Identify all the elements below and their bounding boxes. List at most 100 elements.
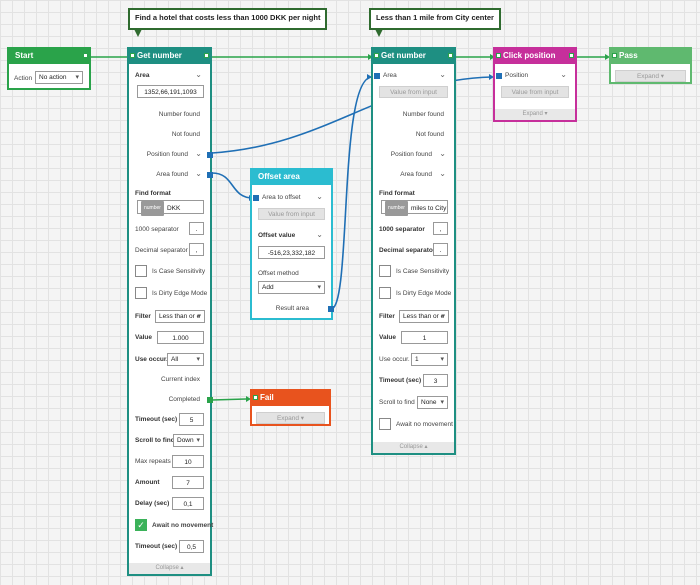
gn2-value-from-input-button[interactable]: Value from input	[379, 86, 448, 98]
gn1-delay-field[interactable]: 0,1	[172, 497, 204, 510]
chevron-down-icon[interactable]: ⌄	[316, 192, 323, 201]
gn1-completed-port[interactable]	[207, 397, 213, 403]
gn2-sep1000-label: 1000 separator	[379, 226, 425, 233]
gn2-timeout-label: Timeout (sec)	[379, 377, 422, 384]
getnumber2-input-port[interactable]	[374, 53, 379, 58]
gn1-scroll-select[interactable]: Down	[173, 434, 204, 447]
gn2-collapse-button[interactable]: Collapse ▴	[373, 442, 454, 453]
gn1-area-field[interactable]: 1352,66,191,1093	[137, 85, 204, 98]
getnumber1-input-port[interactable]	[130, 53, 135, 58]
gn2-timeout-field[interactable]: 3	[423, 374, 448, 387]
gn1-collapse-button[interactable]: Collapse ▴	[129, 563, 210, 574]
gn1-await-label: Await no movement	[152, 522, 214, 529]
gn1-number-found: Number found	[158, 111, 200, 118]
gn1-sep1000-field[interactable]: .	[189, 222, 204, 235]
gn2-occur-select[interactable]: 1	[411, 353, 448, 366]
gn1-filter-select[interactable]: Less than or e	[155, 310, 205, 323]
gn1-decimal-label: Decimal separator	[135, 247, 188, 254]
gn1-value-field[interactable]: 1.000	[157, 331, 204, 344]
gn1-occur-select[interactable]: All	[167, 353, 204, 366]
getnumber1-output-port[interactable]	[204, 53, 209, 58]
click-title: Click position	[503, 51, 556, 60]
gn1-case-checkbox[interactable]	[135, 265, 147, 277]
fail-input-port[interactable]	[253, 395, 258, 400]
gn2-sep1000-field[interactable]: ,	[433, 222, 448, 235]
start-output-port[interactable]	[83, 53, 88, 58]
pass-node[interactable]: Pass Expand ▾	[609, 47, 692, 84]
gn1-timeout2-field[interactable]: 0,5	[179, 540, 204, 553]
getnumber2-title: Get number	[381, 51, 426, 60]
gn1-position-port[interactable]	[207, 152, 213, 158]
gn2-occur-label: Use occur.	[379, 356, 410, 363]
pass-header[interactable]: Pass	[609, 47, 692, 64]
chevron-down-icon[interactable]: ⌄	[439, 149, 446, 158]
offset-result-port[interactable]	[328, 306, 334, 312]
chevron-down-icon[interactable]: ⌄	[560, 70, 567, 79]
wire-result-to-area	[330, 76, 373, 310]
gn1-timeout-field[interactable]: 5	[179, 413, 204, 426]
gn2-dirty-checkbox[interactable]	[379, 287, 391, 299]
click-expand-label: Expand	[522, 111, 543, 117]
click-value-from-input-button[interactable]: Value from input	[501, 86, 569, 98]
fail-expand-button[interactable]: Expand ▾	[256, 412, 325, 424]
start-header[interactable]: Start	[7, 47, 91, 64]
start-node[interactable]: Start Action No action	[7, 47, 91, 90]
chevron-down-icon[interactable]: ⌄	[195, 169, 202, 178]
gn2-not-found: Not found	[415, 131, 444, 138]
gn2-area-port[interactable]	[374, 73, 380, 79]
gn2-decimal-label: Decimal separator	[379, 247, 436, 254]
gn2-decimal-field[interactable]: .	[433, 243, 448, 256]
getnumber2-output-port[interactable]	[448, 53, 453, 58]
gn1-format-tag: number	[141, 201, 164, 216]
gn1-await-checkbox[interactable]: ✓	[135, 519, 147, 531]
click-header[interactable]: Click position	[493, 47, 577, 64]
getnumber-node-1[interactable]: Get number Area⌄ 1352,66,191,1093 Number…	[127, 47, 214, 576]
offset-value-from-input-button[interactable]: Value from input	[258, 208, 325, 220]
click-position-node[interactable]: Click position Position⌄ Value from inpu…	[493, 47, 577, 122]
start-action-select[interactable]: No action	[35, 71, 83, 84]
chevron-down-icon[interactable]: ⌄	[195, 149, 202, 158]
fail-node[interactable]: Fail Expand ▾	[250, 389, 331, 426]
gn2-scroll-select[interactable]: None	[417, 396, 448, 409]
gn1-dirty-checkbox[interactable]	[135, 287, 147, 299]
gn1-dirty-label: Is Dirty Edge Mode	[152, 290, 208, 297]
offset-area-node[interactable]: Offset area Area to offset⌄ Value from i…	[250, 168, 334, 320]
gn1-max-label: Max repeats	[135, 458, 171, 465]
gn1-timeout2-label: Timeout (sec)	[135, 543, 178, 550]
click-output-port[interactable]	[569, 53, 574, 58]
click-expand-button[interactable]: Expand ▾	[495, 109, 575, 120]
gn1-decimal-field[interactable]: ,	[189, 243, 204, 256]
gn2-value-field[interactable]: 1	[401, 331, 448, 344]
getnumber-node-2[interactable]: Get number Area⌄ Value from input Number…	[371, 47, 456, 455]
chevron-down-icon[interactable]: ⌄	[195, 70, 202, 79]
getnumber2-header[interactable]: Get number	[371, 47, 456, 64]
offset-value-field[interactable]: -516,23,332,182	[258, 246, 325, 259]
gn1-area-port[interactable]	[207, 172, 213, 178]
gn2-filter-select[interactable]: Less than or e	[399, 310, 449, 323]
chevron-down-icon[interactable]: ⌄	[439, 169, 446, 178]
click-input-port[interactable]	[496, 53, 501, 58]
gn2-scroll-label: Scroll to find	[379, 399, 415, 406]
fail-header[interactable]: Fail	[250, 389, 331, 406]
chevron-down-icon[interactable]: ⌄	[316, 230, 323, 239]
gn1-amount-label: Amount	[135, 479, 160, 486]
click-position-port[interactable]	[496, 73, 502, 79]
pass-expand-button[interactable]: Expand ▾	[615, 70, 686, 82]
gn1-max-field[interactable]: 10	[172, 455, 204, 468]
getnumber1-header[interactable]: Get number	[127, 47, 212, 64]
offset-header[interactable]: Offset area	[250, 168, 333, 185]
offset-method-select[interactable]: Add	[258, 281, 325, 294]
gn2-case-checkbox[interactable]	[379, 265, 391, 277]
pass-expand-label: Expand	[636, 73, 659, 80]
offset-area-port[interactable]	[253, 195, 259, 201]
pass-input-port[interactable]	[612, 53, 617, 58]
offset-value-label: Offset value	[258, 232, 296, 239]
gn1-amount-field[interactable]: 7	[172, 476, 204, 489]
gn2-area-label: Area	[383, 72, 397, 79]
gn2-find-format-label: Find format	[379, 190, 415, 197]
gn2-await-checkbox[interactable]	[379, 418, 391, 430]
gn1-occur-label: Use occur.	[135, 356, 168, 363]
chevron-down-icon[interactable]: ⌄	[439, 70, 446, 79]
